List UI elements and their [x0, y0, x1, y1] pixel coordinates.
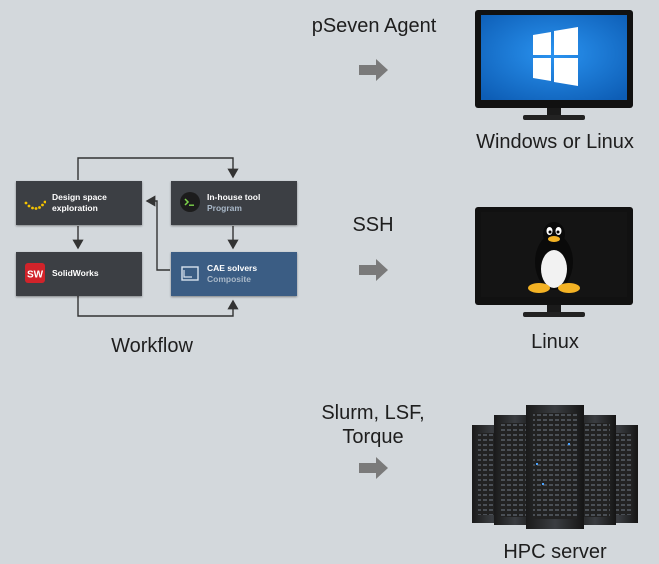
scheduler-title-line1: Slurm, LSF,	[321, 402, 425, 424]
scheduler-title-line2: Torque	[342, 426, 404, 448]
folder-icon	[181, 266, 199, 281]
in-house-block-line2: Program	[207, 203, 242, 213]
workflow-label: Workflow	[111, 335, 193, 357]
hpc-label: HPC server	[503, 541, 607, 563]
arrow-right-icon	[359, 457, 388, 479]
cae-block-line1: CAE solvers	[207, 263, 258, 273]
terminal-icon	[180, 192, 200, 212]
arrow-right-icon	[359, 59, 388, 81]
cae-block-line2: Composite	[207, 274, 251, 284]
arrow-right-icon	[359, 259, 388, 281]
solidworks-logo-icon: SW	[25, 263, 45, 283]
ssh-title: SSH	[352, 214, 394, 236]
dots-arc-icon	[24, 200, 46, 210]
linux-label: Linux	[531, 331, 579, 353]
windows-logo-icon	[481, 15, 627, 100]
agent-title: pSeven Agent	[311, 15, 437, 37]
server-rack-icon	[472, 405, 638, 529]
solidworks-block-label: SolidWorks	[52, 268, 99, 278]
in-house-tool-block[interactable]: In-house tool Program	[171, 181, 297, 225]
design-block-line2: exploration	[52, 203, 98, 213]
design-block-line1: Design space	[52, 192, 107, 202]
solidworks-block[interactable]: SW SolidWorks	[16, 252, 142, 296]
scheduler-title: Slurm, LSF, Torque	[298, 401, 448, 449]
tux-penguin-icon	[481, 212, 627, 297]
solidworks-logo-text: SW	[27, 270, 44, 281]
in-house-block-line1: In-house tool	[207, 192, 261, 202]
windows-label: Windows or Linux	[476, 131, 634, 153]
cae-solvers-block[interactable]: CAE solvers Composite	[171, 252, 297, 296]
design-space-block[interactable]: Design space exploration	[16, 181, 142, 225]
